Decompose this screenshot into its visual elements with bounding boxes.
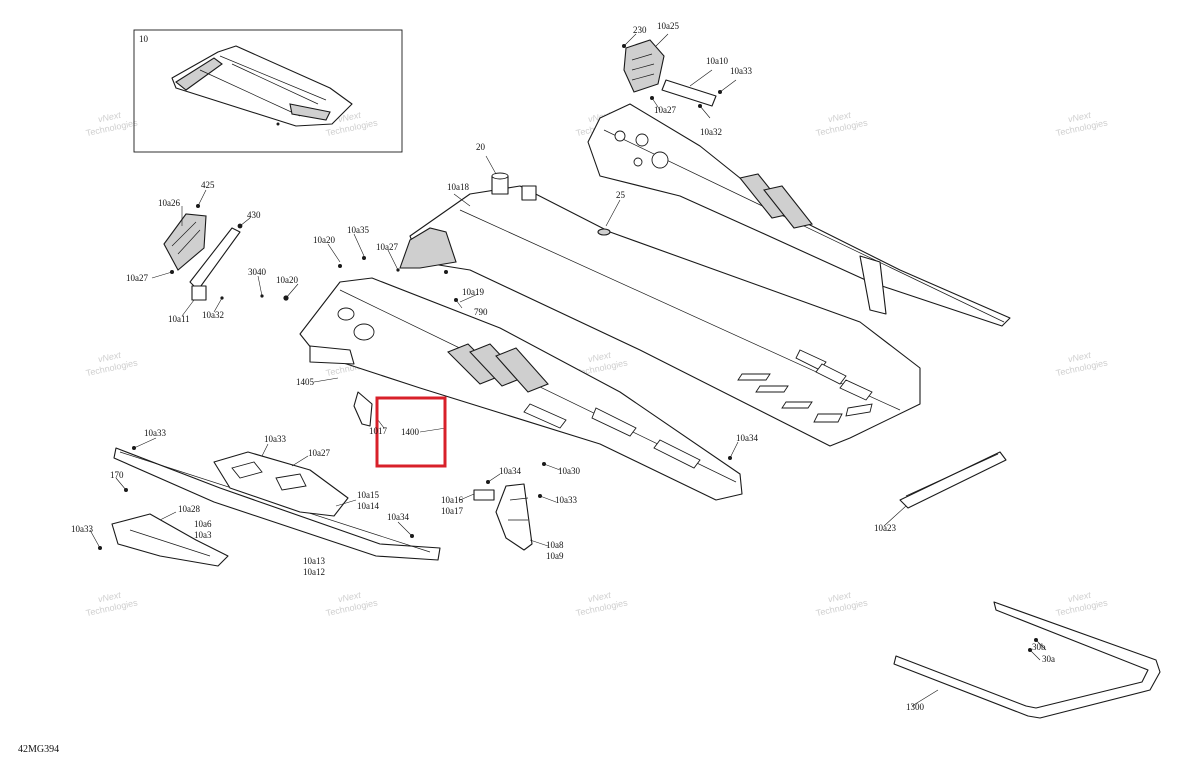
callout-label: 10a34 (736, 433, 758, 443)
callout-label: 10a32 (202, 310, 224, 320)
watermark-text: vNextTechnologies (323, 587, 379, 619)
tunnel-top-plate (399, 172, 921, 447)
callout-label: 790 (474, 307, 488, 317)
callout-label: 1400 (401, 427, 420, 437)
callout-label: 230 (633, 25, 647, 35)
callout-label: 10a8 (546, 540, 564, 550)
callout-label: 10a30 (558, 466, 580, 476)
callout-label: 10a34 (387, 512, 409, 522)
callout-label: 10a32 (700, 127, 722, 137)
callout-label: 20 (476, 142, 486, 152)
callout-label: 10a33 (730, 66, 752, 76)
callout-label: 1300 (906, 702, 925, 712)
callout-label: 10a14 (357, 501, 379, 511)
right-side-rail (587, 103, 1011, 327)
callout-label: 10a13 (303, 556, 325, 566)
callout-label: 1017 (369, 426, 388, 436)
callout-label: 30b (1032, 642, 1046, 652)
center-brackets (353, 391, 533, 551)
callout-label: 10a35 (347, 225, 369, 235)
highlight-box (375, 396, 447, 468)
callout-label: 30a (1042, 654, 1055, 664)
callout-label: 10a20 (313, 235, 335, 245)
callout-label: 10a9 (546, 551, 564, 561)
callout-label: 10a3 (194, 530, 212, 540)
watermark-text: vNextTechnologies (83, 587, 139, 619)
callout-label: 10a20 (276, 275, 298, 285)
callout-label: 10a27 (654, 105, 676, 115)
callout-label: 10a19 (462, 287, 484, 297)
fastener-markers (98, 44, 1038, 652)
front-left-brackets (163, 213, 241, 301)
rear-rail-bar (899, 451, 1007, 509)
callout-label: 10a33 (71, 524, 93, 534)
document-code: 42MG394 (18, 744, 59, 755)
left-side-rail (299, 277, 743, 501)
callout-label: 10a10 (706, 56, 728, 66)
callout-label: 10a6 (194, 519, 212, 529)
watermark-text: vNextTechnologies (573, 587, 629, 619)
callout-label: 3040 (248, 267, 267, 277)
watermark-layer: vNextTechnologies vNextTechnologies vNextT… (83, 107, 1109, 619)
callout-label: 10a28 (178, 504, 200, 514)
callout-labels: 10 230 10a25 10a10 10a33 10a27 10a32 20 … (18, 21, 1055, 755)
callout-label: 170 (110, 470, 124, 480)
rear-bumper-loop (893, 601, 1161, 719)
callout-label: 10a12 (303, 567, 325, 577)
callout-label: 10a27 (376, 242, 398, 252)
watermark-text: vNextTechnologies (83, 347, 139, 379)
callout-label: 10a26 (158, 198, 180, 208)
callout-label: 425 (201, 180, 215, 190)
callout-label: 10a18 (447, 182, 469, 192)
callout-label: 10a25 (657, 21, 679, 31)
callout-label: 430 (247, 210, 261, 220)
watermark-text: vNextTechnologies (83, 107, 139, 139)
callout-label: 10a27 (126, 273, 148, 283)
callout-label: 10a33 (555, 495, 577, 505)
front-bumper-assembly (111, 447, 441, 567)
callout-label: 10a16 (441, 495, 463, 505)
watermark-text: vNextTechnologies (1053, 587, 1109, 619)
watermark-text: vNextTechnologies (813, 107, 869, 139)
callout-label: 10a15 (357, 490, 379, 500)
rear-bracket-assembly (623, 39, 717, 107)
callout-label: 10a23 (874, 523, 896, 533)
callout-label: 10a34 (499, 466, 521, 476)
watermark-text: vNextTechnologies (1053, 347, 1109, 379)
callout-label: 10a11 (168, 314, 190, 324)
callout-label: 10a17 (441, 506, 463, 516)
callout-label: 1405 (296, 377, 315, 387)
watermark-text: vNextTechnologies (813, 587, 869, 619)
watermark-text: vNextTechnologies (1053, 107, 1109, 139)
callout-label: 10a33 (264, 434, 286, 444)
callout-label: 10a27 (308, 448, 330, 458)
inset-label: 10 (139, 34, 149, 44)
callout-label: 10a33 (144, 428, 166, 438)
inset-frame (133, 29, 403, 153)
callout-label: 25 (616, 190, 626, 200)
leader-lines (89, 33, 1047, 707)
